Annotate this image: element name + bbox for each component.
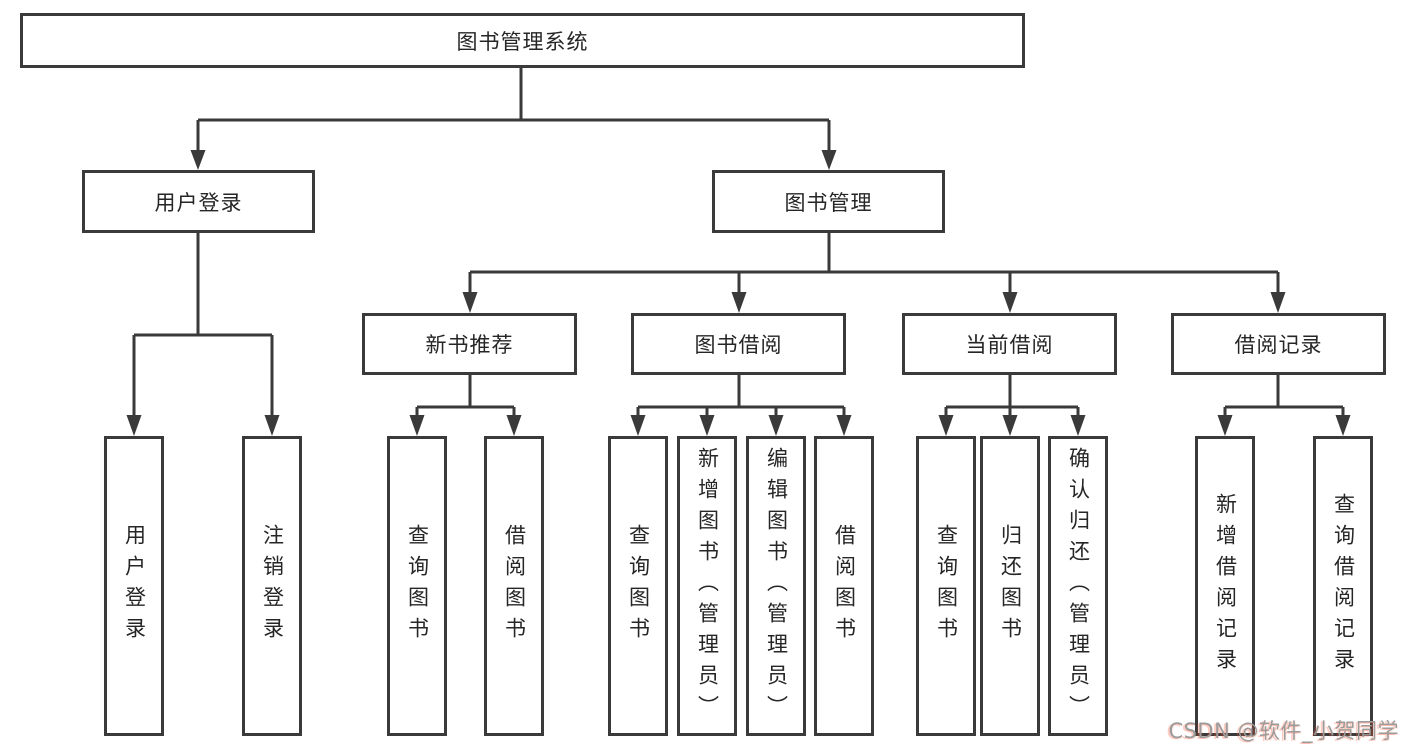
leaf-borrow-books-recommend: 借阅图书 xyxy=(484,436,544,736)
leaf-user-login: 用户登录 xyxy=(104,436,164,736)
node-book-borrow-label: 图书借阅 xyxy=(694,333,783,357)
leaf-add-borrow-record-label: 新增借阅记录 xyxy=(1213,493,1238,679)
connector-book-management-branch xyxy=(468,233,1280,295)
connector-new-book-branch xyxy=(415,375,516,419)
connector-borrow-record-branch xyxy=(1223,375,1345,419)
connector-current-borrow-branch xyxy=(944,375,1080,419)
node-current-borrow-label: 当前借阅 xyxy=(965,333,1054,357)
leaf-query-books-borrow-label: 查询图书 xyxy=(626,524,651,648)
leaf-query-borrow-record: 查询借阅记录 xyxy=(1313,436,1373,736)
watermark: CSDN @软件_小贺同学 xyxy=(1168,719,1399,743)
leaf-return-books-label: 归还图书 xyxy=(998,524,1023,648)
node-library-management-system-label: 图书管理系统 xyxy=(456,29,589,54)
leaf-return-books: 归还图书 xyxy=(980,436,1040,736)
leaf-borrow-books: 借阅图书 xyxy=(814,436,874,736)
leaf-add-book-admin-label: 新增图书（管理员） xyxy=(695,446,720,726)
arrowheads xyxy=(126,150,1351,436)
leaf-confirm-return-admin-label: 确认归还（管理员） xyxy=(1066,446,1091,726)
leaf-edit-book-admin-label: 编辑图书（管理员） xyxy=(764,446,789,726)
connector-book-borrow-branch xyxy=(636,375,846,419)
node-borrow-records-label: 借阅记录 xyxy=(1234,333,1323,357)
node-library-management-system: 图书管理系统 xyxy=(20,13,1025,68)
leaf-confirm-return-admin: 确认归还（管理员） xyxy=(1048,436,1108,736)
leaf-query-books-recommend-label: 查询图书 xyxy=(405,524,430,648)
node-book-management-label: 图书管理 xyxy=(784,190,873,215)
leaf-query-books-current-label: 查询图书 xyxy=(934,524,959,648)
node-new-book-recommend-label: 新书推荐 xyxy=(425,333,514,357)
leaf-user-login-label: 用户登录 xyxy=(122,524,147,648)
node-new-book-recommend: 新书推荐 xyxy=(362,313,577,375)
leaf-edit-book-admin: 编辑图书（管理员） xyxy=(746,436,806,736)
leaf-add-borrow-record: 新增借阅记录 xyxy=(1195,436,1255,736)
leaf-query-borrow-record-label: 查询借阅记录 xyxy=(1331,493,1356,679)
leaf-query-books-borrow: 查询图书 xyxy=(608,436,668,736)
leaf-query-books-current: 查询图书 xyxy=(916,436,976,736)
node-borrow-records: 借阅记录 xyxy=(1171,313,1386,375)
node-user-login: 用户登录 xyxy=(82,170,315,233)
leaf-logout: 注销登录 xyxy=(242,436,302,736)
leaf-borrow-books-label: 借阅图书 xyxy=(832,524,857,648)
leaf-logout-label: 注销登录 xyxy=(260,524,285,648)
leaf-add-book-admin: 新增图书（管理员） xyxy=(677,436,737,736)
leaf-query-books-recommend: 查询图书 xyxy=(387,436,447,736)
connector-user-login-branch xyxy=(132,233,274,418)
connector-root-to-level2 xyxy=(196,68,831,152)
leaf-borrow-books-recommend-label: 借阅图书 xyxy=(502,524,527,648)
node-current-borrow: 当前借阅 xyxy=(902,313,1117,375)
node-book-borrow: 图书借阅 xyxy=(631,313,846,375)
node-book-management: 图书管理 xyxy=(712,170,945,233)
node-user-login-label: 用户登录 xyxy=(154,190,243,215)
